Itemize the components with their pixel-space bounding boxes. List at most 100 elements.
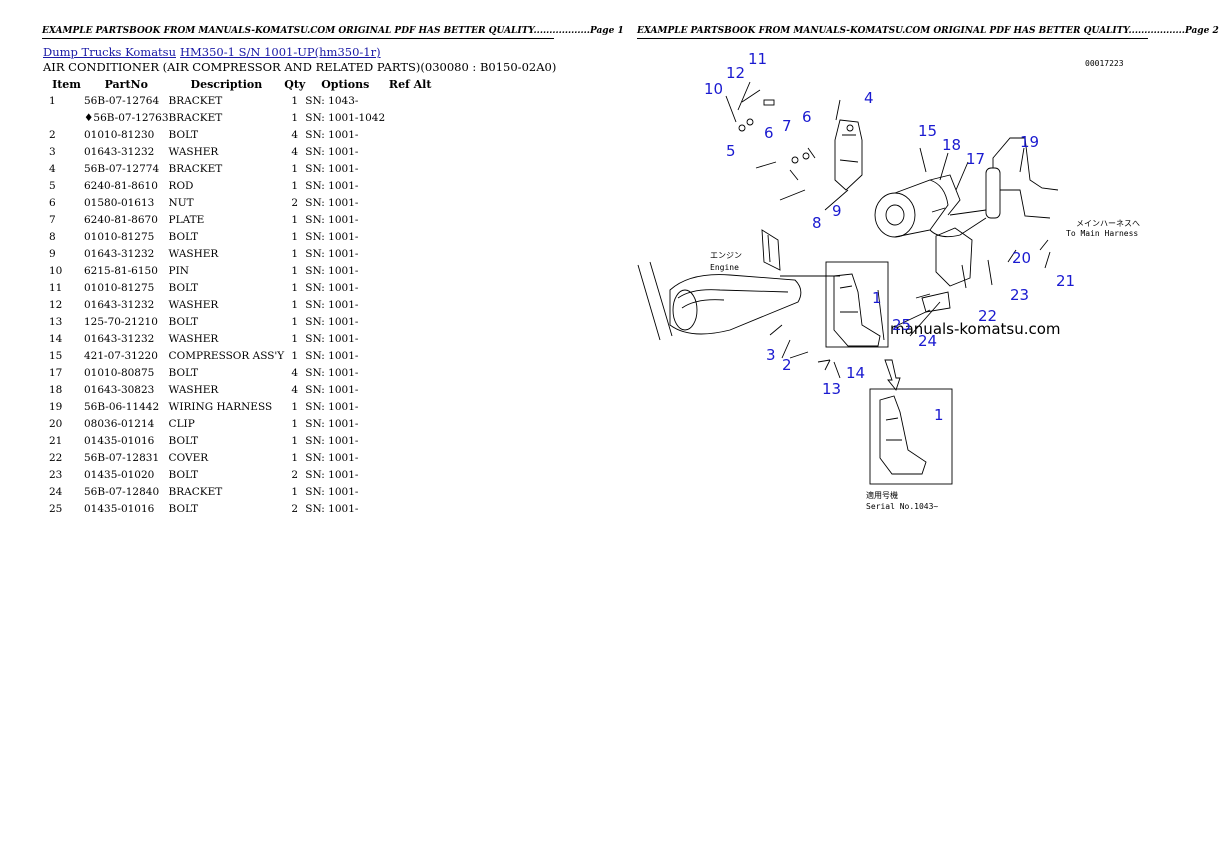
cell-ref-alt	[385, 109, 435, 126]
cell-item: 20	[49, 417, 63, 430]
cell-description: ROD	[168, 179, 194, 192]
cell-options: SN: 1001-	[305, 468, 359, 481]
cell-item: 24	[49, 485, 63, 498]
cell-item: 9	[49, 247, 56, 260]
cell-options: SN: 1001-	[305, 332, 359, 345]
cell-item: 25	[49, 502, 63, 515]
cell-options: SN: 1001-	[305, 230, 359, 243]
breadcrumb: Dump Trucks Komatsu HM350-1 S/N 1001-UP(h…	[43, 45, 381, 59]
cell-partno: 421-07-31220	[84, 349, 158, 362]
callout-19: 19	[1020, 133, 1039, 151]
cell-partno: 6240-81-8610	[84, 179, 158, 192]
cell-description: BOLT	[168, 468, 199, 481]
cell-qty: 1	[291, 281, 299, 294]
cell-description: BOLT	[168, 434, 199, 447]
cell-ref-alt	[385, 415, 435, 432]
cell-qty: 1	[291, 111, 299, 124]
cell-options: SN: 1001-	[305, 162, 359, 175]
breadcrumb-link-model[interactable]: HM350-1 S/N 1001-UP(hm350-1r)	[180, 45, 381, 59]
cell-ref-alt	[385, 330, 435, 347]
cell-partno: 6240-81-8670	[84, 213, 158, 226]
cell-ref-alt	[385, 313, 435, 330]
cell-description: PIN	[168, 264, 189, 277]
cell-ref-alt	[385, 92, 435, 109]
cell-qty: 4	[291, 366, 299, 379]
cell-options: SN: 1001-	[305, 417, 359, 430]
cell-description: BRACKET	[168, 162, 223, 175]
cell-ref-alt	[385, 279, 435, 296]
callout-14: 14	[846, 364, 865, 382]
cell-description: BOLT	[168, 128, 199, 141]
cell-options: SN: 1001-1042	[305, 111, 386, 124]
cell-item: 10	[49, 264, 63, 277]
cell-options: SN: 1001-	[305, 145, 359, 158]
cell-item: 18	[49, 383, 63, 396]
cell-qty: 1	[291, 349, 299, 362]
cell-item: 6	[49, 196, 56, 209]
breadcrumb-link-dump-trucks[interactable]: Dump Trucks Komatsu	[43, 45, 176, 59]
cell-qty: 1	[291, 213, 299, 226]
callout-1: 1	[872, 289, 882, 307]
cell-item: 1	[49, 94, 56, 107]
header-ref-alt: Ref Alt	[388, 77, 432, 91]
callout-7: 7	[782, 117, 792, 135]
cell-item: 11	[49, 281, 63, 294]
cell-ref-alt	[385, 296, 435, 313]
engine-label: Engine	[710, 263, 739, 272]
cell-partno: 56B-06-11442	[84, 400, 160, 413]
cell-partno: 01010-81275	[84, 230, 155, 243]
cell-item: 2	[49, 128, 56, 141]
cell-qty: 1	[291, 485, 299, 498]
header-item: Item	[52, 77, 81, 91]
cell-description: COVER	[168, 451, 209, 464]
cell-partno: 56B-07-12774	[84, 162, 160, 175]
cell-partno: 01643-31232	[84, 247, 155, 260]
cell-partno: 01010-81230	[84, 128, 155, 141]
cell-item: 12	[49, 298, 63, 311]
callout-6-upper: 6	[802, 108, 812, 126]
cell-qty: 1	[291, 247, 299, 260]
cell-ref-alt	[385, 245, 435, 262]
cell-description: BRACKET	[168, 111, 223, 124]
cell-options: SN: 1001-	[305, 434, 359, 447]
cell-item: 7	[49, 213, 56, 226]
cell-item: 15	[49, 349, 63, 362]
cell-options: SN: 1001-	[305, 502, 359, 515]
header-options: Options	[321, 77, 370, 91]
cell-ref-alt	[385, 381, 435, 398]
header-description: Description	[190, 77, 263, 91]
cell-qty: 1	[291, 230, 299, 243]
harness-label: To Main Harness	[1066, 229, 1138, 238]
cell-partno: 01435-01016	[84, 434, 155, 447]
cell-qty: 1	[291, 332, 299, 345]
cell-ref-alt	[385, 432, 435, 449]
cell-ref-alt	[385, 228, 435, 245]
cell-partno: 56B-07-12840	[84, 485, 160, 498]
cell-options: SN: 1001-	[305, 281, 359, 294]
cell-options: SN: 1001-	[305, 264, 359, 277]
cell-options: SN: 1001-	[305, 128, 359, 141]
header-partno: PartNo	[104, 77, 148, 91]
cell-ref-alt	[385, 262, 435, 279]
cell-options: SN: 1001-	[305, 298, 359, 311]
cell-qty: 1	[291, 179, 299, 192]
cell-partno: 56B-07-12764	[84, 94, 160, 107]
callout-12: 12	[726, 64, 745, 82]
cell-qty: 2	[291, 502, 299, 515]
cell-item: 23	[49, 468, 63, 481]
